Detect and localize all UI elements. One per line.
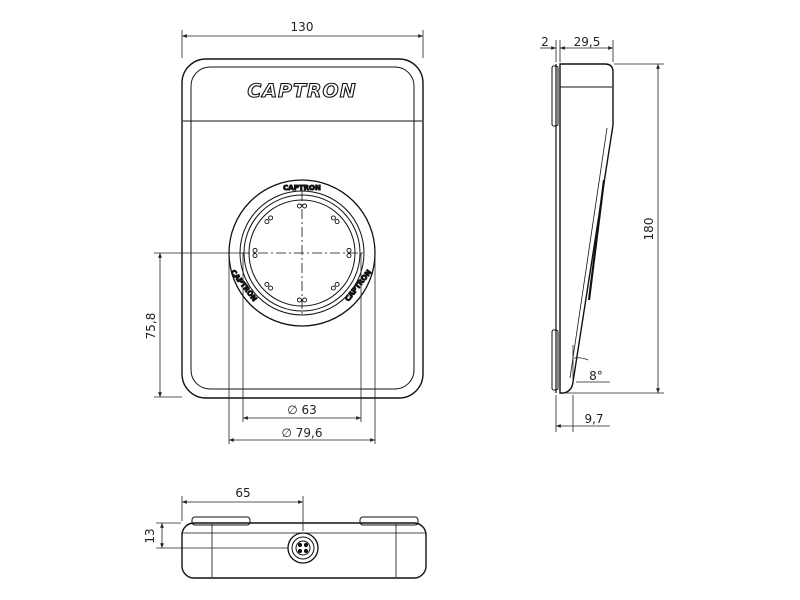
side-top-clip <box>551 65 559 127</box>
height-label: 180 <box>642 218 656 241</box>
led-hole <box>330 285 336 291</box>
led-hole <box>334 219 340 225</box>
led-hole <box>296 203 302 209</box>
led-hole <box>252 253 258 259</box>
bottom-depth-label: 9,7 <box>584 412 603 426</box>
front-outer-housing <box>181 58 424 399</box>
ring-label-top: CAPTRON <box>283 184 321 192</box>
bottom-housing <box>181 522 427 579</box>
led-hole <box>302 297 308 303</box>
led-holes <box>252 203 352 303</box>
side-view <box>551 63 614 394</box>
led-hole <box>334 281 340 287</box>
width-label: 130 <box>291 20 314 34</box>
top-depth-label: 29,5 <box>574 35 601 49</box>
side-bottom-clip <box>551 329 559 391</box>
front-inner-panel <box>190 66 415 390</box>
sensor-ring: CAPTRON CAPTRON CAPTRON <box>228 179 376 327</box>
connector-icon <box>287 532 319 564</box>
front-dimensions <box>154 30 424 444</box>
bottom-right-clip <box>359 516 419 526</box>
side-housing-outline <box>559 63 614 394</box>
led-hole <box>296 297 302 303</box>
led-hole <box>346 253 352 259</box>
led-hole <box>346 247 352 253</box>
back-thickness-label: 2 <box>541 35 549 49</box>
front-view: CAPTRON CAPTRON CAPTRON CAPTRON <box>181 58 424 399</box>
bottom-left-clip <box>191 516 251 526</box>
side-face-inner <box>569 127 608 379</box>
thickness-label: 13 <box>143 528 157 543</box>
led-hole <box>268 285 274 291</box>
bottom-view <box>181 516 427 579</box>
connector-offset-label: 65 <box>235 486 250 500</box>
led-hole <box>268 215 274 221</box>
led-hole <box>330 215 336 221</box>
side-dimensions <box>540 40 664 432</box>
front-logo: CAPTRON <box>247 80 356 102</box>
inner-diameter-label: ∅ 63 <box>287 403 317 417</box>
led-hole <box>264 281 270 287</box>
angle-arc <box>573 357 589 361</box>
bottom-dimensions <box>156 496 304 549</box>
led-hole <box>264 219 270 225</box>
ring-label-right: CAPTRON <box>344 268 374 303</box>
angle-label: 8° <box>589 369 603 383</box>
side-ring-face <box>587 179 606 301</box>
led-hole <box>302 203 308 209</box>
outer-diameter-label: ∅ 79,6 <box>282 426 323 440</box>
mark-height-label: 75,8 <box>144 313 158 340</box>
led-hole <box>252 247 258 253</box>
